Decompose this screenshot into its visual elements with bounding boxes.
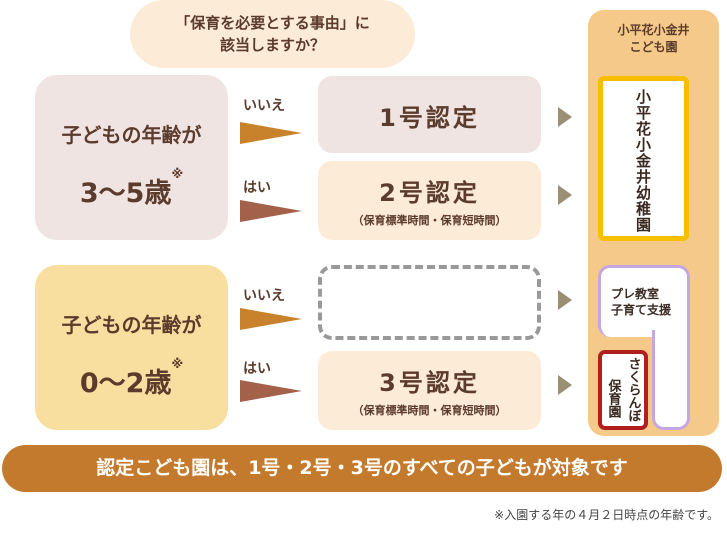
arrow-right-icon bbox=[240, 380, 302, 402]
question-bubble: 「保育を必要とする事由」に 該当しますか？ bbox=[130, 0, 415, 68]
pre-class-label: プレ教室 bbox=[611, 287, 660, 301]
cert-sub: （保育標準時間・保育短時間） bbox=[352, 214, 507, 227]
pre-class-box: プレ教室 子育て支援 bbox=[598, 265, 690, 337]
age-label: 子どもの年齢が bbox=[61, 123, 202, 147]
arrow-right-icon bbox=[240, 200, 302, 222]
answer-no: いいえ bbox=[243, 98, 285, 114]
footnote-mark: ※ bbox=[171, 357, 184, 371]
facility-column: 小平花小金井 こども園 小平花小金井幼稚園 プレ教室 子育て支援 さくらんぼ 保… bbox=[588, 10, 719, 436]
pre-class-box-tail bbox=[652, 330, 690, 430]
footnote-mark: ※ bbox=[171, 167, 184, 181]
cert-title: 2号認定 bbox=[379, 179, 480, 207]
answer-yes: はい bbox=[243, 361, 271, 377]
question-line2: 該当しますか？ bbox=[219, 36, 325, 54]
summary-banner: 認定こども園は、1号・2号・3号のすべての子どもが対象です bbox=[2, 445, 722, 492]
age-range: 0～2歳※ bbox=[79, 357, 184, 399]
cert-3: 3号認定 （保育標準時間・保育短時間） bbox=[318, 351, 541, 430]
pointer-icon bbox=[558, 185, 572, 205]
answer-no: いいえ bbox=[243, 288, 285, 304]
age-group-0-2: 子どもの年齢が 0～2歳※ bbox=[35, 265, 228, 430]
arrow-right-icon bbox=[240, 122, 302, 144]
pointer-icon bbox=[558, 107, 572, 127]
age-range: 3～5歳※ bbox=[79, 167, 184, 209]
answer-yes: はい bbox=[243, 180, 271, 196]
cert-title: 3号認定 bbox=[379, 369, 480, 397]
kindergarten-label: 小平花小金井幼稚園 bbox=[634, 89, 652, 233]
pointer-icon bbox=[558, 290, 572, 310]
support-label: 子育て支援 bbox=[611, 303, 672, 317]
nursery-box: さくらんぼ 保育園 bbox=[598, 350, 648, 430]
cert-title: 1号認定 bbox=[379, 104, 480, 132]
facility-title: 小平花小金井 こども園 bbox=[617, 23, 690, 54]
cert-sub: （保育標準時間・保育短時間） bbox=[352, 404, 507, 417]
question-line1: 「保育を必要とする事由」に bbox=[175, 14, 370, 32]
cert-1: 1号認定 bbox=[318, 76, 541, 153]
cert-2: 2号認定 （保育標準時間・保育短時間） bbox=[318, 161, 541, 240]
arrow-right-icon bbox=[240, 308, 302, 330]
kindergarten-box: 小平花小金井幼稚園 bbox=[598, 76, 689, 241]
empty-dashed-box bbox=[318, 265, 541, 340]
pointer-icon bbox=[558, 375, 572, 395]
age-group-3-5: 子どもの年齢が 3～5歳※ bbox=[35, 75, 228, 240]
age-label: 子どもの年齢が bbox=[61, 313, 202, 337]
footnote: ※入園する年の４月２日時点の年齢です。 bbox=[494, 508, 719, 522]
